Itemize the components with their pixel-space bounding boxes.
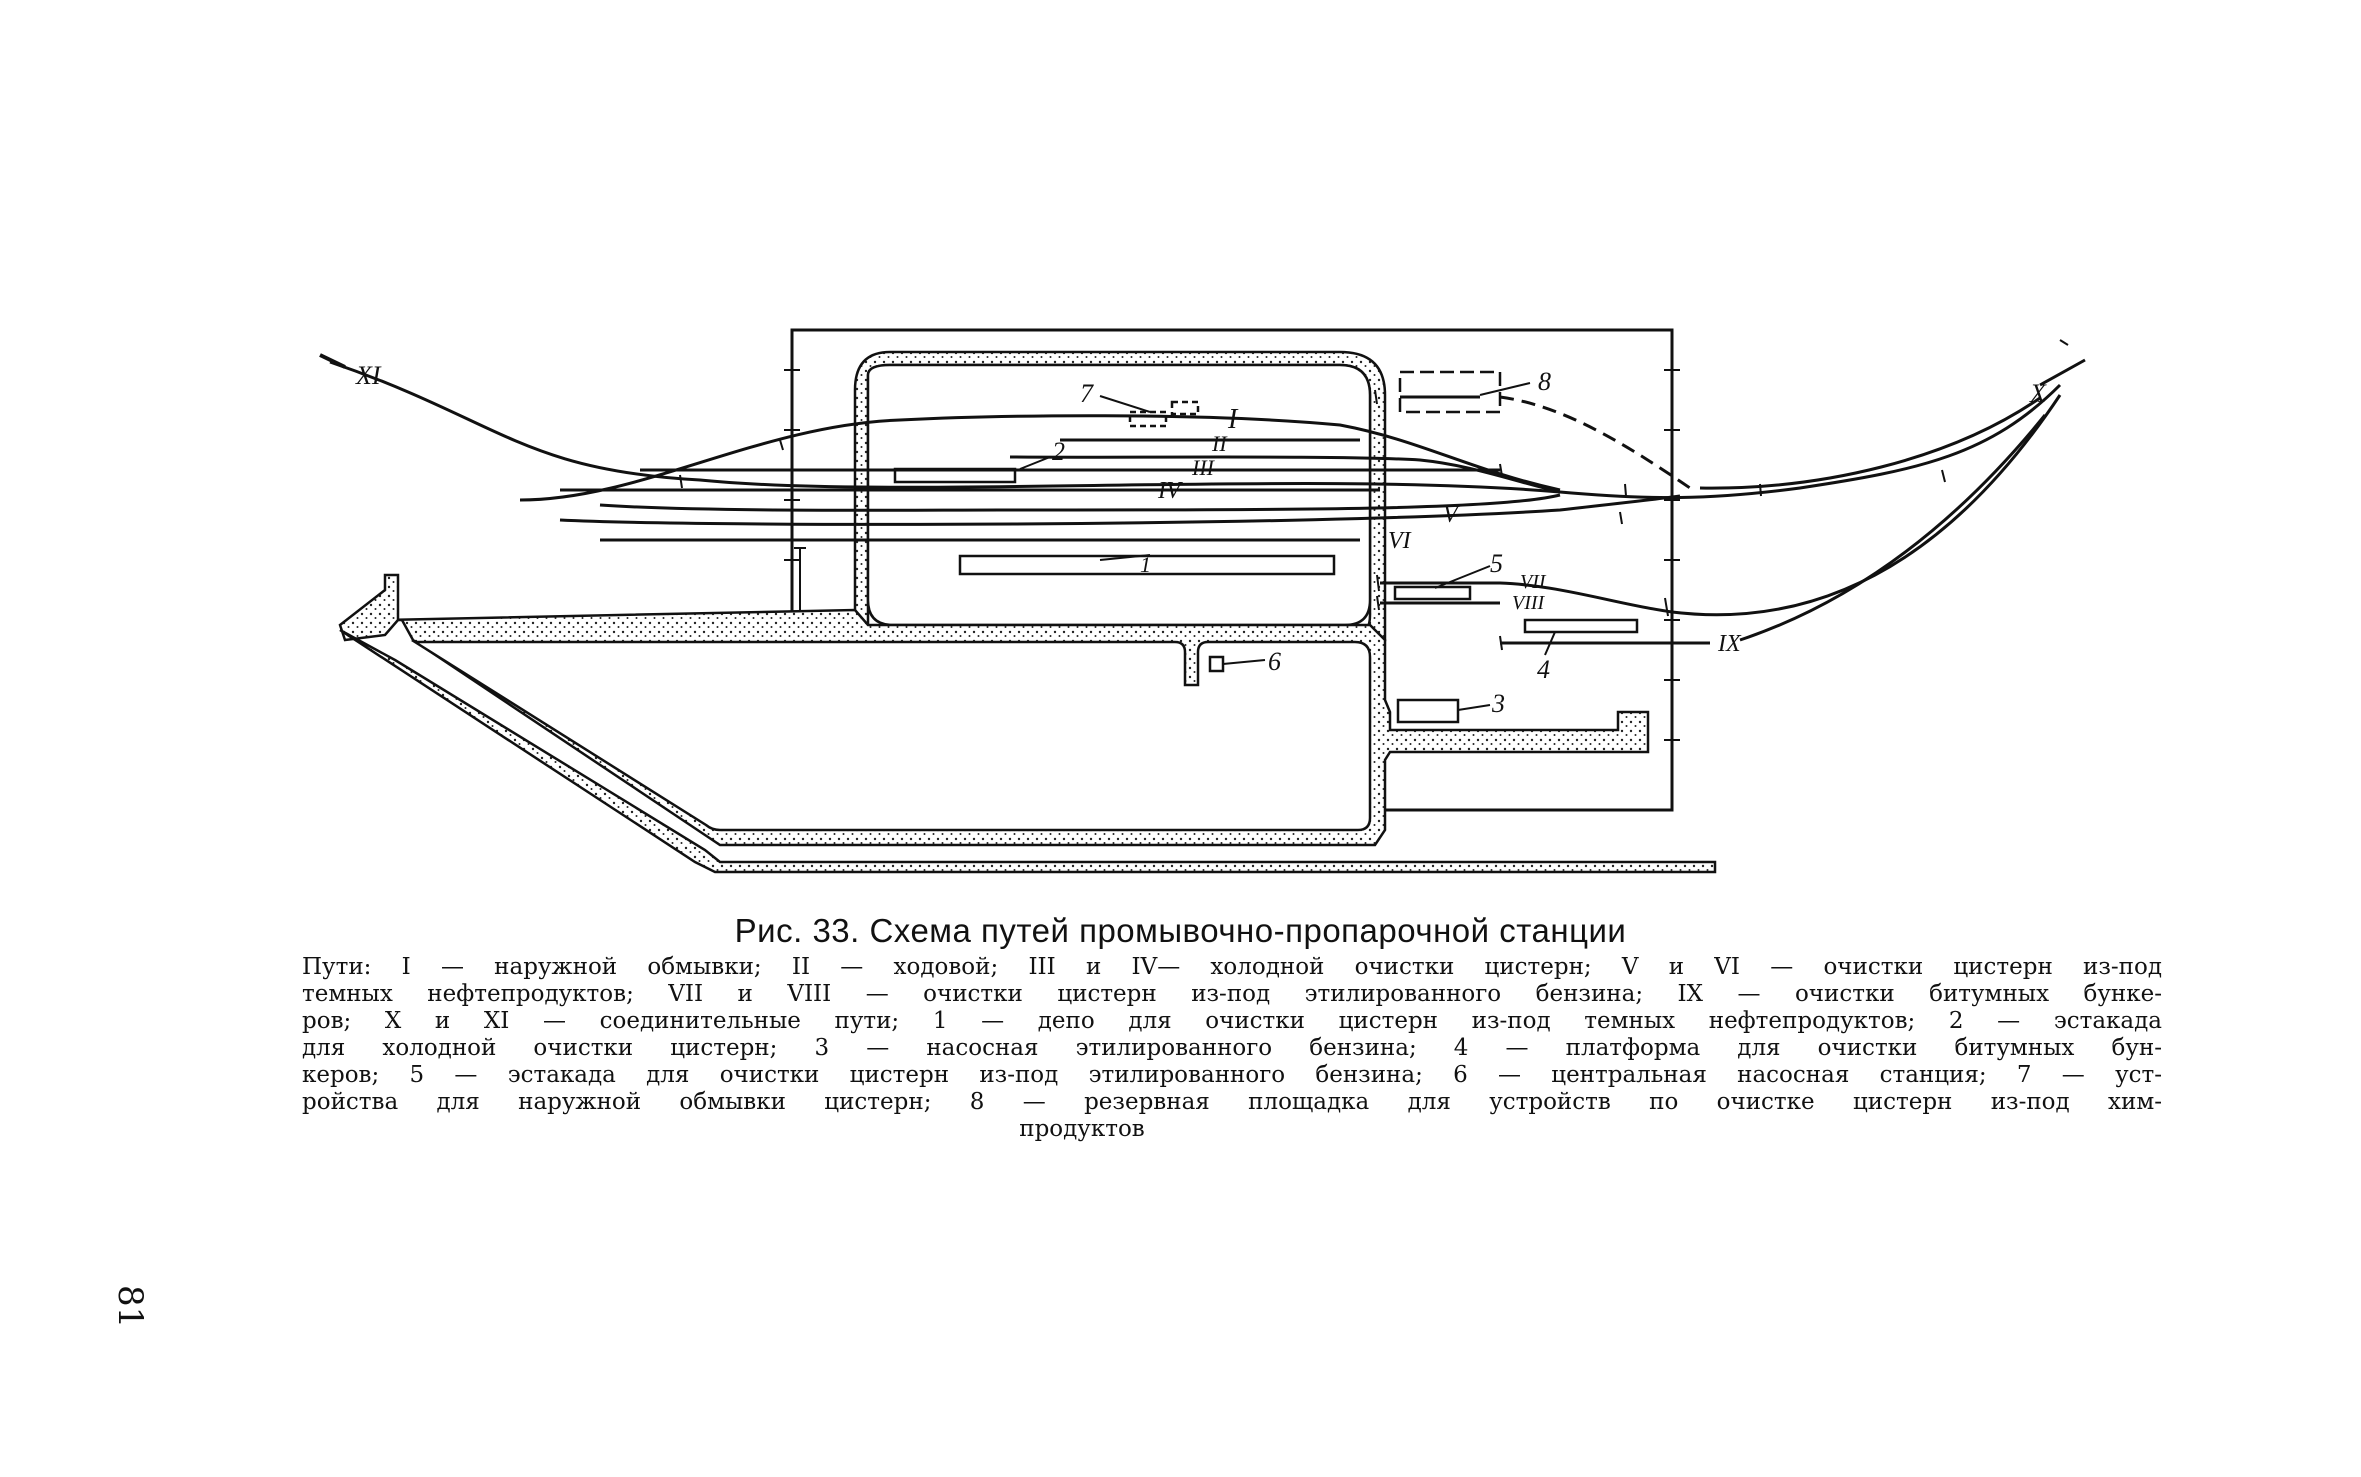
legend-line: для холодной очистки цистерн; 3 — насосн…: [302, 1035, 2162, 1061]
label-track-XI: XI: [355, 361, 382, 390]
legend-line: продуктов: [1019, 1116, 1145, 1142]
page-number: 81: [110, 1285, 150, 1329]
label-item-1: 1: [1140, 552, 1151, 577]
reserve-area-8: [1398, 370, 1502, 414]
leader-lines: [1019, 382, 1556, 711]
label-track-VIII: VIII: [1512, 592, 1546, 614]
pump-station-6: [1208, 655, 1225, 673]
track-XI: [329, 360, 2062, 500]
label-track-III: III: [1191, 455, 1216, 480]
label-track-V: V: [1443, 502, 1460, 528]
label-track-VI: VI: [1388, 528, 1412, 554]
platform-4: [1523, 618, 1639, 634]
label-item-2: 2: [1052, 437, 1065, 466]
label-track-IV: IV: [1157, 478, 1183, 504]
label-item-4: 4: [1537, 655, 1550, 684]
label-track-II: II: [1211, 431, 1228, 456]
label-track-X: X: [2029, 379, 2047, 408]
trestle-5: [1393, 585, 1472, 601]
tracks: [319, 339, 2086, 645]
label-item-5: 5: [1490, 549, 1503, 578]
label-track-VII: VII: [1520, 571, 1547, 593]
track-ticks: [679, 389, 1946, 651]
figure-legend: Пути: I — наружной обмывки; II — ходовой…: [302, 954, 2162, 1143]
pump-house-3: [1396, 698, 1460, 724]
legend-line: Пути: I — наружной обмывки; II — ходовой…: [302, 954, 2162, 980]
figure-caption: Рис. 33. Схема путей промывочно-пропароч…: [734, 912, 1627, 949]
label-track-IX: IX: [1717, 631, 1742, 657]
legend-line: керов; 5 — эстакада для очистки цистерн …: [302, 1062, 2162, 1088]
label-item-7: 7: [1080, 379, 1094, 408]
legend-line: ров; X и XI — соединительные пути; 1 — д…: [302, 1008, 2162, 1034]
label-item-8: 8: [1538, 367, 1551, 396]
label-item-6: 6: [1268, 647, 1281, 676]
washing-device-7: [1128, 410, 1168, 428]
track-X: [1499, 395, 1691, 490]
label-track-I: I: [1227, 404, 1239, 435]
label-item-3: 3: [1491, 689, 1505, 718]
legend-line: ройства для наружной обмывки цистерн; 8 …: [302, 1089, 2162, 1115]
legend-line: темных нефтепродуктов; VII и VIII — очис…: [302, 981, 2162, 1007]
road-blocks: [410, 640, 1372, 832]
